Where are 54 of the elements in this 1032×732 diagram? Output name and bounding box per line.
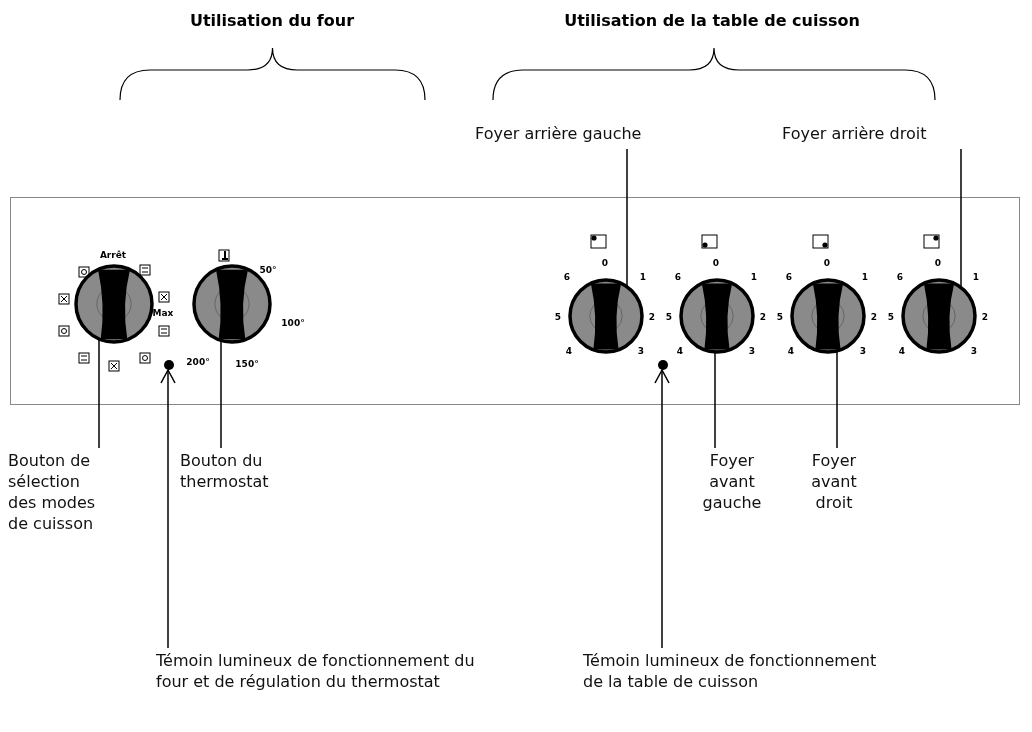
callout-label: Foyer avant droit — [802, 450, 866, 513]
scale-label: 0 — [934, 257, 942, 269]
scale-label: 150° — [235, 358, 259, 370]
callout-label: Témoin lumineux de fonctionnement de la table de cuisson — [583, 650, 883, 692]
scale-label: 4 — [565, 345, 573, 357]
scale-label: 6 — [674, 271, 682, 283]
scale-label: 50° — [259, 264, 277, 276]
scale-label: 200° — [186, 356, 210, 368]
callout-label: Foyer arrière droit — [782, 123, 952, 144]
arrow — [654, 369, 670, 649]
scale-label: 2 — [648, 311, 656, 323]
scale-label: 0 — [823, 257, 831, 269]
control-panel — [10, 197, 1020, 405]
scale-label: 5 — [554, 311, 562, 323]
callout-label: Foyer avant gauche — [700, 450, 764, 513]
scale-label: Arrêt — [99, 249, 127, 261]
scale-label: 4 — [676, 345, 684, 357]
scale-label: 0 — [601, 257, 609, 269]
indicator-lamp — [162, 358, 176, 372]
callout-label: Bouton du thermostat — [180, 450, 295, 492]
control-knob — [679, 278, 755, 354]
scale-label: 3 — [748, 345, 756, 357]
scale-label: 1 — [639, 271, 647, 283]
scale-label: 5 — [887, 311, 895, 323]
scale-label: 1 — [750, 271, 758, 283]
scale-label: 6 — [785, 271, 793, 283]
scale-label: 3 — [859, 345, 867, 357]
scale-label: Max — [152, 307, 174, 319]
callout-label: Témoin lumineux de fonctionnement du four et de régulation du thermostat — [156, 650, 476, 692]
scale-label: 0 — [712, 257, 720, 269]
section-heading: Utilisation du four — [189, 14, 355, 26]
indicator-lamp — [656, 358, 670, 372]
control-knob — [790, 278, 866, 354]
arrow — [160, 369, 176, 649]
control-knob — [74, 264, 154, 344]
scale-label: 2 — [870, 311, 878, 323]
scale-label: 5 — [665, 311, 673, 323]
callout-label: Foyer arrière gauche — [475, 123, 645, 144]
scale-label: 2 — [981, 311, 989, 323]
scale-label: 2 — [759, 311, 767, 323]
control-knob — [901, 278, 977, 354]
scale-label: 4 — [898, 345, 906, 357]
scale-label: 1 — [972, 271, 980, 283]
section-heading: Utilisation de la table de cuisson — [564, 14, 860, 26]
scale-label: 5 — [776, 311, 784, 323]
scale-label: 4 — [787, 345, 795, 357]
callout-label: Bouton de sélection des modes de cuisson — [8, 450, 108, 534]
scale-label: 3 — [637, 345, 645, 357]
scale-label: 6 — [563, 271, 571, 283]
scale-label: 100° — [281, 317, 305, 329]
scale-label: 3 — [970, 345, 978, 357]
scale-label: 1 — [861, 271, 869, 283]
control-knob — [568, 278, 644, 354]
scale-label: 6 — [896, 271, 904, 283]
